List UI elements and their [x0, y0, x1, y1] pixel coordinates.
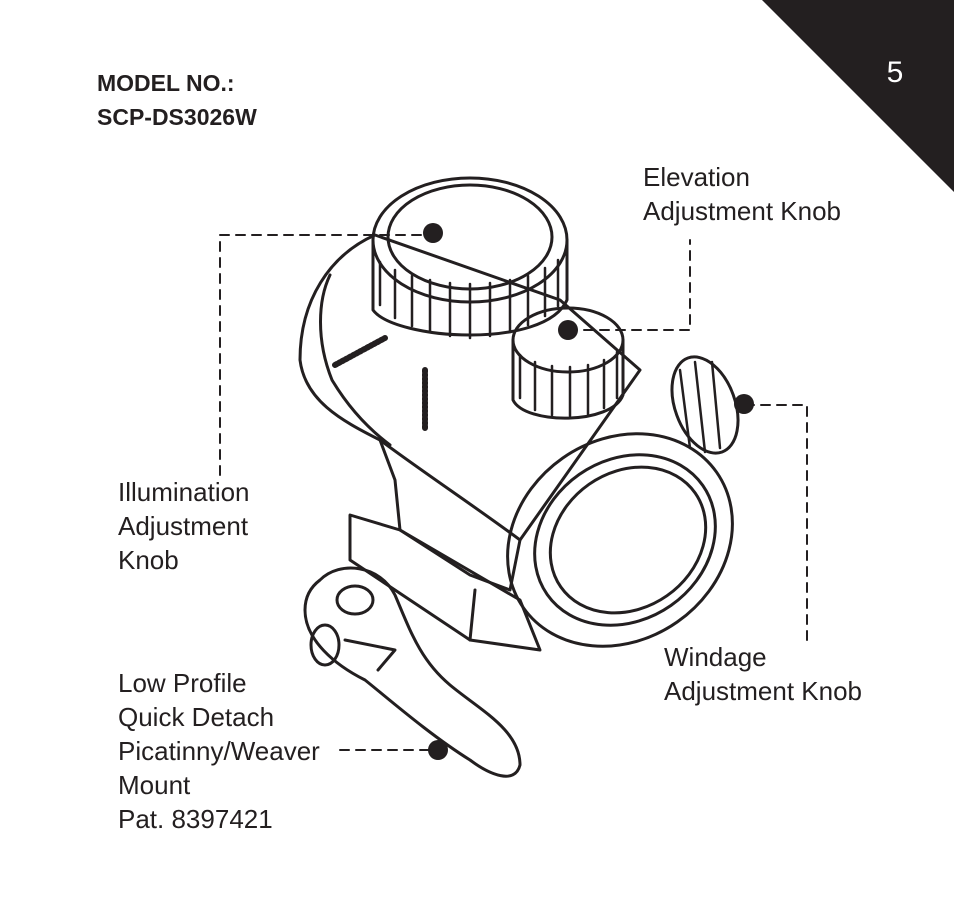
illumination-dot	[423, 223, 443, 243]
windage-knurling	[678, 360, 722, 454]
elevation-cap-face	[386, 183, 554, 291]
lever-hole	[335, 584, 375, 616]
windage-callout-line: Windage	[664, 642, 767, 672]
windage-leader	[744, 404, 808, 641]
mount-callout-line: Picatinny/Weaver	[118, 736, 320, 766]
illumination-callout-line: Illumination	[118, 477, 250, 507]
lower-body	[378, 438, 522, 592]
elevation-dot	[558, 320, 578, 340]
elevation-callout-line: Elevation	[643, 162, 750, 192]
elevation-callout: Elevation Adjustment Knob	[643, 160, 841, 228]
elevation-callout-line: Adjustment Knob	[643, 196, 842, 226]
mount-callout-line: Pat. 8397421	[118, 804, 273, 834]
model-label: MODEL NO.:	[97, 70, 235, 96]
windage-callout: Windage Adjustment Knob	[664, 640, 862, 708]
lever-bolt	[309, 623, 341, 667]
illumination-callout-line: Knob	[118, 545, 179, 575]
mount-base	[348, 513, 542, 652]
mount-callout: Low Profile Quick Detach Picatinny/Weave…	[118, 666, 320, 836]
illumination-leader	[219, 234, 434, 476]
sight-body	[298, 233, 642, 542]
model-number: SCP-DS3026W	[97, 104, 257, 130]
body-contour	[319, 273, 392, 447]
leader-lines	[219, 234, 808, 751]
lever-hinge	[343, 638, 397, 672]
illumination-callout: Illumination Adjustment Knob	[118, 475, 250, 577]
windage-dot	[734, 394, 754, 414]
elevation-knurling	[378, 258, 560, 340]
model-heading: MODEL NO.: SCP-DS3026W	[97, 66, 257, 134]
mount-dot	[428, 740, 448, 760]
mount-edge	[468, 588, 477, 642]
illumination-callout-line: Adjustment	[118, 511, 249, 541]
mount-callout-line: Low Profile	[118, 668, 247, 698]
elevation-leader	[567, 239, 691, 331]
small-knob-side	[511, 338, 625, 420]
knurling-top	[332, 335, 388, 368]
front-housing-ring	[533, 453, 717, 627]
windage-knob	[670, 355, 740, 455]
small-knob-knurling	[518, 350, 619, 418]
page-number: 5	[886, 56, 904, 89]
windage-callout-line: Adjustment Knob	[664, 676, 863, 706]
mount-callout-line: Mount	[118, 770, 191, 800]
front-lens	[548, 465, 708, 615]
mount-callout-line: Quick Detach	[118, 702, 275, 732]
